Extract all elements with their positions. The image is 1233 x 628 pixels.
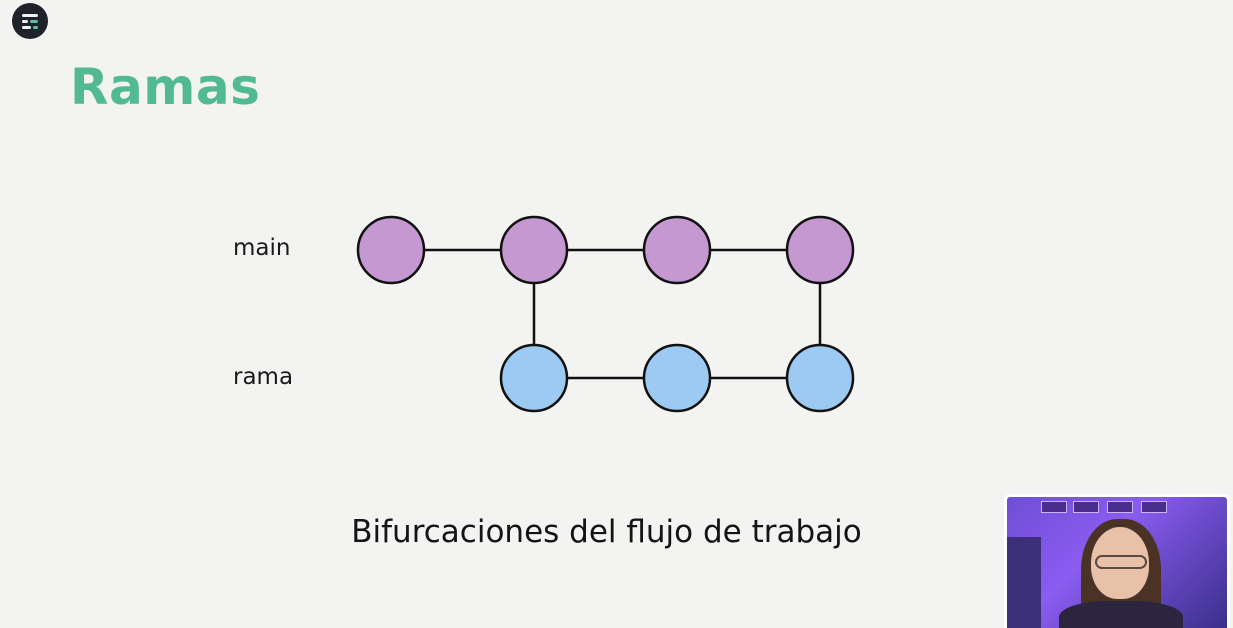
slide-caption: Bifurcaciones del flujo de trabajo <box>351 514 862 550</box>
main-commit-node <box>785 215 855 285</box>
main-commit-node <box>499 215 569 285</box>
rama-commit-node <box>642 343 712 413</box>
slides-app-logo-icon[interactable] <box>12 3 48 39</box>
rama-branch-label: rama <box>233 364 294 390</box>
rama-commit-node <box>785 343 855 413</box>
rama-commit-node <box>499 343 569 413</box>
main-commit-node <box>642 215 712 285</box>
slide-title: Ramas <box>70 58 261 116</box>
main-branch-label: main <box>233 235 291 261</box>
presenter-webcam-icon <box>1004 494 1230 628</box>
main-commit-node <box>356 215 426 285</box>
